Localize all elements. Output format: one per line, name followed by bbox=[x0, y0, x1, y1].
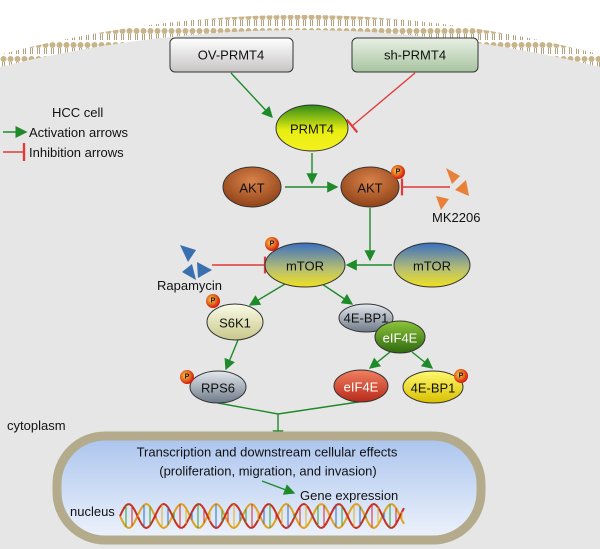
svg-text:P: P bbox=[459, 373, 464, 380]
node-p-mtor: mTOR P bbox=[264, 237, 346, 288]
svg-text:P: P bbox=[185, 374, 190, 381]
phospho-badge bbox=[391, 165, 405, 179]
effects-line2: (proliferation, migration, and invasion) bbox=[159, 464, 377, 479]
legend-title: HCC cell bbox=[52, 105, 103, 120]
phospho-badge bbox=[454, 369, 468, 383]
node-akt: AKT bbox=[222, 166, 282, 208]
node-prmt4: PRMT4 bbox=[275, 104, 349, 152]
svg-text:eIF4E: eIF4E bbox=[344, 380, 379, 395]
ov-prmt4-label: OV-PRMT4 bbox=[198, 48, 264, 63]
node-s6k1: S6K1 P bbox=[206, 294, 264, 341]
node-4ebp1: 4E-BP1 bbox=[338, 303, 394, 333]
edge-complex-4ebp1 bbox=[411, 351, 434, 369]
legend-activation: Activation arrows bbox=[29, 125, 128, 140]
svg-text:AKT: AKT bbox=[357, 181, 382, 196]
nucleus: Transcription and downstream cellular ef… bbox=[52, 431, 486, 545]
node-p-akt: AKT P bbox=[340, 165, 405, 208]
svg-text:eIF4E: eIF4E bbox=[383, 331, 418, 346]
edge-mtor-4ebp1 bbox=[321, 283, 354, 305]
edge-sh-prmt4 bbox=[345, 72, 416, 134]
mk2206-inhibitor-icon bbox=[436, 168, 469, 210]
pathway-edges bbox=[212, 72, 450, 442]
dna-helix-icon bbox=[119, 502, 405, 530]
svg-text:PRMT4: PRMT4 bbox=[290, 122, 334, 137]
svg-text:4E-BP1: 4E-BP1 bbox=[411, 381, 456, 396]
edge-mtor-s6k1 bbox=[248, 283, 286, 306]
svg-text:P: P bbox=[211, 298, 216, 305]
node-p-rps6: RPS6 P bbox=[180, 370, 247, 404]
gene-expression-label: Gene expression bbox=[300, 488, 398, 503]
edge-gene-expression bbox=[261, 480, 296, 495]
node-p-4ebp1: 4E-BP1 P bbox=[402, 369, 468, 404]
ov-prmt4-box: OV-PRMT4 bbox=[169, 37, 294, 73]
svg-text:AKT: AKT bbox=[239, 181, 264, 196]
edge-ov-prmt4 bbox=[230, 72, 273, 119]
edge-complex-eif4e bbox=[368, 351, 391, 369]
phospho-badge bbox=[180, 370, 194, 384]
svg-text:P: P bbox=[396, 169, 401, 176]
nucleus-label: nucleus bbox=[70, 504, 115, 519]
rapamycin-label: Rapamycin bbox=[157, 278, 222, 293]
legend-inhibition: Inhibition arrows bbox=[29, 145, 124, 160]
phospho-badge bbox=[206, 294, 220, 308]
rapamycin-inhibitor-icon bbox=[180, 245, 212, 280]
svg-text:4E-BP1: 4E-BP1 bbox=[344, 311, 389, 326]
sh-prmt4-label: sh-PRMT4 bbox=[384, 48, 446, 63]
mk2206-label: MK2206 bbox=[432, 210, 480, 225]
node-eif4e-complex: eIF4E bbox=[374, 320, 426, 354]
effects-line1: Transcription and downstream cellular ef… bbox=[137, 445, 398, 460]
svg-text:RPS6: RPS6 bbox=[201, 381, 235, 396]
cytoplasm-label: cytoplasm bbox=[7, 418, 66, 433]
phospho-badge bbox=[265, 237, 279, 251]
node-eif4e: eIF4E bbox=[333, 369, 389, 403]
svg-text:S6K1: S6K1 bbox=[219, 316, 251, 331]
svg-text:P: P bbox=[270, 241, 275, 248]
svg-text:mTOR: mTOR bbox=[286, 259, 324, 274]
sh-prmt4-box: sh-PRMT4 bbox=[351, 37, 479, 73]
svg-text:mTOR: mTOR bbox=[413, 259, 451, 274]
edge-s6k1-rps6 bbox=[224, 339, 239, 371]
node-mtor: mTOR bbox=[393, 242, 471, 288]
